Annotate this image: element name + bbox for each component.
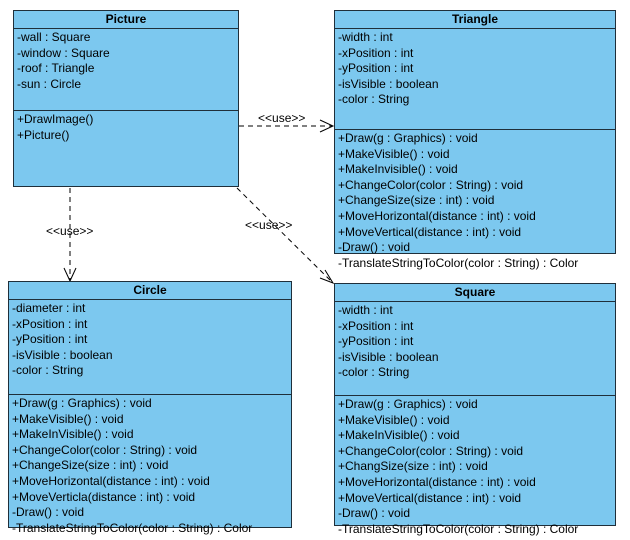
attribute: -xPosition : int <box>338 318 414 333</box>
attribute: -isVisible : boolean <box>12 347 113 362</box>
operations-section: +Draw(g : Graphics) : void +MakeVisible(… <box>335 130 615 271</box>
attribute: -window : Square <box>17 45 110 60</box>
attribute: -color : String <box>338 365 410 380</box>
attribute: -xPosition : int <box>338 45 414 60</box>
operation: +ChangeSize(size : int) : void <box>12 458 169 473</box>
operation: +MakeInVisible() : void <box>12 427 134 442</box>
operation: +MoveHorizontal(distance : int) : void <box>338 208 536 223</box>
operation: +MakeVisible() : void <box>338 146 450 161</box>
attribute: -diameter : int <box>12 301 86 315</box>
attribute: -sun : Circle <box>17 76 82 91</box>
dependency-line <box>236 187 333 283</box>
operation: +Draw(g : Graphics) : void <box>338 131 478 145</box>
operation: +Picture() <box>17 127 70 142</box>
operation: +ChangeColor(color : String) : void <box>338 177 524 192</box>
class-name: Square <box>335 284 615 302</box>
operation: +ChangSize(size : int) : void <box>338 459 488 474</box>
operation: +ChangeColor(color : String) : void <box>338 443 524 458</box>
class-square[interactable]: Square -width : int -xPosition : int -yP… <box>334 283 616 536</box>
attribute: -isVisible : boolean <box>338 349 439 364</box>
use-label: <<use>> <box>46 224 93 238</box>
attribute: -roof : Triangle <box>17 61 95 76</box>
class-triangle[interactable]: Triangle -width : int -xPosition : int -… <box>334 10 616 270</box>
class-picture[interactable]: Picture -wall : Square -window : Square … <box>13 10 239 187</box>
operation: -TranslateStringToColor(color : String) … <box>338 521 579 536</box>
operation: -TranslateStringToColor(color : String) … <box>338 255 579 270</box>
attribute: -width : int <box>338 30 393 44</box>
operation: +MoveHorizontal(distance : int) : void <box>338 474 536 489</box>
use-relation-picture-triangle: <<use>> <box>239 111 335 133</box>
use-label: <<use>> <box>258 111 305 125</box>
operations-section: +Draw(g : Graphics) : void +MakeVisible(… <box>9 395 291 536</box>
attribute: -isVisible : boolean <box>338 76 439 91</box>
operation: +MakeVisible() : void <box>12 411 124 426</box>
attributes-section: -width : int -xPosition : int -yPosition… <box>335 302 615 396</box>
operation: +ChangeSize(size : int) : void <box>338 193 495 208</box>
class-name: Circle <box>9 282 291 300</box>
operation: +MakeInvisible() : void <box>338 162 458 177</box>
class-name: Triangle <box>335 11 615 29</box>
use-relation-picture-square: <<use>> <box>236 187 335 284</box>
operation: +MoveVertical(distance : int) : void <box>338 490 522 505</box>
class-name: Picture <box>14 11 238 29</box>
operation: +MoveVerticla(distance : int) : void <box>12 489 196 504</box>
operation: +MoveHorizontal(distance : int) : void <box>12 473 210 488</box>
attribute: -color : String <box>338 92 410 107</box>
operation: +ChangeColor(color : String) : void <box>12 442 198 457</box>
attribute: -yPosition : int <box>338 334 414 349</box>
attribute: -wall : Square <box>17 30 91 44</box>
operation: +Draw(g : Graphics) : void <box>338 397 478 411</box>
operation: +MoveVertical(distance : int) : void <box>338 224 522 239</box>
operation: -Draw() : void <box>338 506 411 521</box>
use-relation-picture-circle: <<use>> <box>46 188 93 283</box>
attributes-section: -width : int -xPosition : int -yPosition… <box>335 29 615 130</box>
operation: +MakeVisible() : void <box>338 412 450 427</box>
open-arrowhead-icon <box>319 119 335 133</box>
attribute: -yPosition : int <box>12 332 88 347</box>
operation: -Draw() : void <box>12 505 85 520</box>
attributes-section: -wall : Square -window : Square -roof : … <box>14 29 238 111</box>
operation: +DrawImage() <box>17 112 94 126</box>
attribute: -xPosition : int <box>12 316 88 331</box>
attribute: -yPosition : int <box>338 61 414 76</box>
class-circle[interactable]: Circle -diameter : int -xPosition : int … <box>8 281 292 535</box>
operation: +Draw(g : Graphics) : void <box>12 396 152 410</box>
operation: -TranslateStringToColor(color : String) … <box>12 520 253 535</box>
attribute: -width : int <box>338 303 393 317</box>
open-arrowhead-icon <box>319 269 335 284</box>
attribute: -color : String <box>12 363 84 378</box>
operations-section: +Draw(g : Graphics) : void +MakeVisible(… <box>335 396 615 537</box>
operations-section: +DrawImage() +Picture() <box>14 111 238 143</box>
operation: +MakeInVisible() : void <box>338 428 460 443</box>
operation: -Draw() : void <box>338 240 411 255</box>
use-label: <<use>> <box>245 218 292 232</box>
attributes-section: -diameter : int -xPosition : int -yPosit… <box>9 300 291 395</box>
